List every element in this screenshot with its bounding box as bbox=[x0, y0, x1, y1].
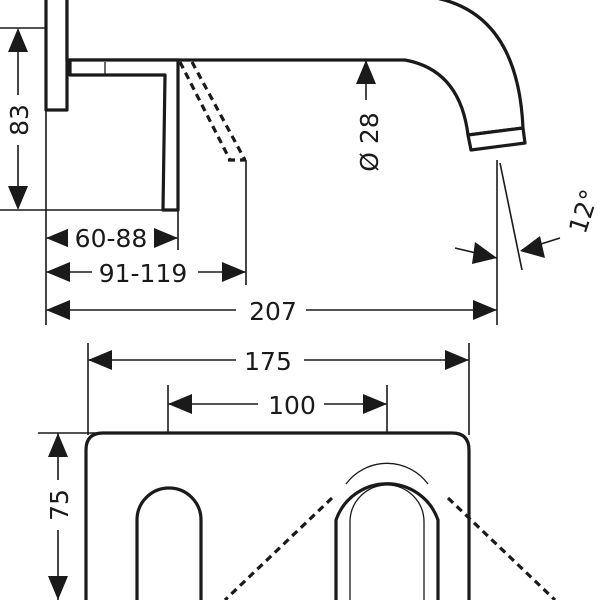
side-view: 83 60-88 91-119 207 bbox=[0, 0, 600, 326]
dimension-60-88: 60-88 bbox=[46, 222, 178, 254]
label-60-88: 60-88 bbox=[75, 224, 148, 253]
dimension-91-119: 91-119 bbox=[46, 256, 246, 288]
front-view: 175 100 75 bbox=[38, 343, 557, 600]
spout-cover bbox=[334, 482, 440, 600]
dimension-diameter-28: Ø 28 bbox=[355, 60, 384, 172]
lever-handle bbox=[68, 58, 180, 212]
spout-cover-band bbox=[345, 462, 429, 485]
label-83: 83 bbox=[5, 104, 34, 136]
label-91-119: 91-119 bbox=[99, 259, 188, 288]
label-175: 175 bbox=[244, 347, 292, 376]
label-75: 75 bbox=[45, 489, 74, 521]
dimension-height-83: 83 bbox=[0, 27, 165, 211]
front-swing-dashed bbox=[223, 496, 557, 600]
lever-swing-dashed bbox=[178, 61, 247, 162]
label-207: 207 bbox=[249, 297, 297, 326]
dimension-75: 75 bbox=[38, 432, 100, 600]
dimension-angle-12: 12° bbox=[454, 162, 600, 271]
dimension-207: 207 bbox=[46, 294, 497, 326]
dimension-175: 175 bbox=[87, 343, 470, 435]
label-diameter-28: Ø 28 bbox=[355, 112, 384, 171]
spout-cover-inner bbox=[349, 484, 425, 600]
label-angle-12: 12° bbox=[563, 186, 600, 237]
label-100: 100 bbox=[268, 391, 316, 420]
wall-plate-side bbox=[44, 0, 69, 112]
aerator-tip bbox=[466, 126, 527, 152]
lever-opening bbox=[135, 486, 203, 600]
